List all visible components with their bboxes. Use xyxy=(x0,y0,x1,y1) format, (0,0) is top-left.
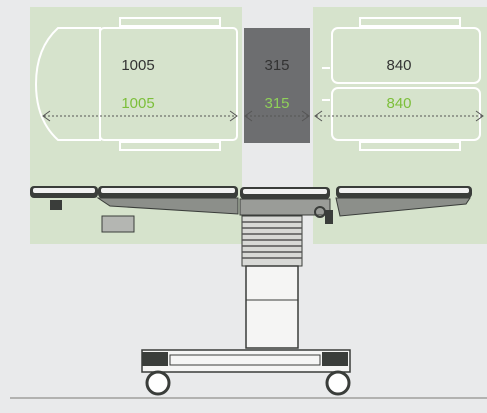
middle-dimension-secondary-label: 315 xyxy=(264,95,290,112)
head-dimension-secondary-label: 1005 xyxy=(121,95,155,112)
table-top-view-outline xyxy=(34,17,481,151)
middle-section-zone xyxy=(244,28,310,143)
table-side-view xyxy=(30,186,472,396)
dimension-arrows xyxy=(42,110,484,122)
leg-dimension-label: 840 xyxy=(386,57,412,74)
middle-dimension-label: 315 xyxy=(264,57,290,74)
head-dimension-label: 1005 xyxy=(121,57,155,74)
leg-dimension-secondary-label: 840 xyxy=(386,95,412,112)
